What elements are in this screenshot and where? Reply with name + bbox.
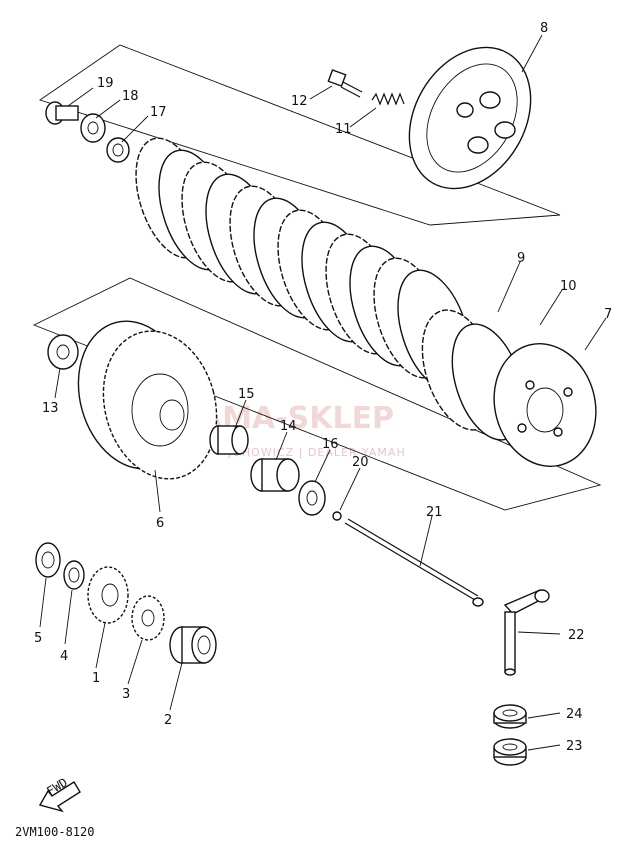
callout-8: 8 xyxy=(540,21,548,36)
callout-15: 15 xyxy=(238,387,255,402)
callout-17: 17 xyxy=(150,105,167,120)
callout-24: 24 xyxy=(566,707,583,722)
callout-19: 19 xyxy=(97,76,114,91)
push-rod xyxy=(344,518,484,607)
diagram-code: 2VM100-8120 xyxy=(15,825,94,839)
callout-12: 12 xyxy=(291,94,308,109)
lower-assembly-outline xyxy=(32,277,602,511)
bush-bearing xyxy=(493,738,527,766)
bearing xyxy=(80,113,106,143)
callout-1: 1 xyxy=(92,671,100,686)
callout-14: 14 xyxy=(280,419,297,434)
washer-16 xyxy=(298,480,326,516)
callout-2: 2 xyxy=(164,713,172,728)
forward-arrow: FWD xyxy=(38,775,81,813)
callout-3: 3 xyxy=(122,687,130,702)
callout-5: 5 xyxy=(34,631,42,646)
oil-seal xyxy=(493,704,527,729)
push-lever-shaft xyxy=(503,589,550,676)
clutch-boss xyxy=(493,343,597,467)
callout-9: 9 xyxy=(517,251,525,266)
watermark-subtitle: JOHOWICZ | DEALER YAMAH xyxy=(227,446,406,459)
steel-ball xyxy=(332,511,342,521)
callout-22: 22 xyxy=(568,628,585,643)
callout-23: 23 xyxy=(566,739,583,754)
clutch-spring xyxy=(371,92,405,106)
callout-7: 7 xyxy=(604,307,612,322)
needle-bearing xyxy=(209,425,249,455)
leader-lines xyxy=(39,34,607,751)
callout-18: 18 xyxy=(122,89,139,104)
clutch-housing xyxy=(77,320,218,480)
circlip-5 xyxy=(35,542,61,578)
callout-6: 6 xyxy=(156,516,164,531)
callout-10: 10 xyxy=(560,279,577,294)
primary-drive-gear xyxy=(87,566,129,624)
spacer xyxy=(250,458,300,492)
callout-16: 16 xyxy=(322,437,339,452)
washer-17 xyxy=(106,137,130,163)
callout-13: 13 xyxy=(42,401,59,416)
upper-assembly-outline xyxy=(38,44,561,226)
gear-3 xyxy=(131,595,165,641)
callout-21: 21 xyxy=(426,505,443,520)
pressure-plate xyxy=(408,46,532,190)
friction-plate-stack xyxy=(135,137,525,441)
washer-4 xyxy=(63,560,85,590)
callout-4: 4 xyxy=(60,649,68,664)
collar-2 xyxy=(169,626,217,664)
callout-20: 20 xyxy=(352,455,369,470)
pushrod-adjuster xyxy=(45,101,79,125)
bolt xyxy=(327,69,363,98)
thrust-washer xyxy=(47,334,79,370)
callout-11: 11 xyxy=(335,122,352,137)
